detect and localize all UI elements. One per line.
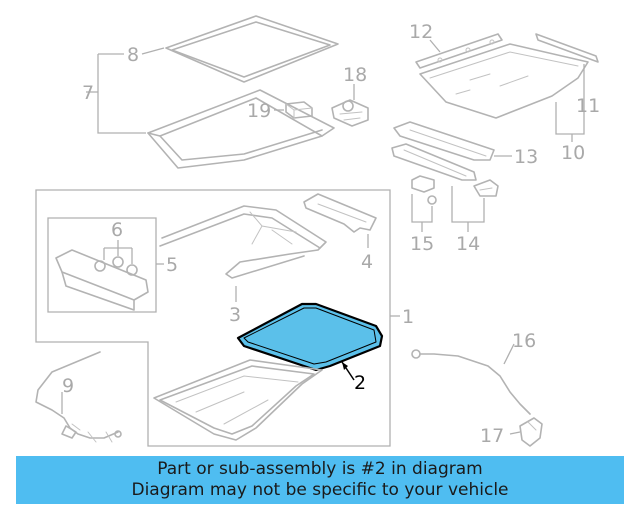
part-10-glass xyxy=(419,43,589,119)
callout-5: 5 xyxy=(166,254,178,276)
part-2-seal-highlighted xyxy=(236,302,384,372)
callout-9: 9 xyxy=(62,375,74,397)
callout-11: 11 xyxy=(576,95,600,117)
callout-19: 19 xyxy=(247,100,271,122)
callout-1: 1 xyxy=(402,306,414,328)
callout-14: 14 xyxy=(456,233,480,255)
callout-17: 17 xyxy=(480,425,504,447)
part-8-weatherstrip xyxy=(165,15,339,83)
leader-2-arrow xyxy=(342,362,348,370)
assembly-1-box xyxy=(35,189,391,447)
banner-line-1: Part or sub-assembly is #2 in diagram xyxy=(157,459,483,479)
leader-6 xyxy=(103,240,133,264)
callout-12: 12 xyxy=(409,21,433,43)
part-19-clip xyxy=(285,101,313,119)
callout-3: 3 xyxy=(229,304,241,326)
part-7-frame xyxy=(147,89,335,169)
leader-16 xyxy=(503,343,515,365)
part-17-grommet xyxy=(519,417,543,447)
callout-16: 16 xyxy=(512,330,536,352)
callout-6: 6 xyxy=(111,219,123,241)
callout-8: 8 xyxy=(127,44,139,66)
callout-15: 15 xyxy=(410,233,434,255)
part-9-harness xyxy=(35,351,122,443)
callout-18: 18 xyxy=(343,64,367,86)
part-4-bracket xyxy=(303,193,377,233)
callout-4: 4 xyxy=(361,251,373,273)
part-13-rail xyxy=(391,121,495,181)
part-11-strip xyxy=(535,33,599,63)
info-banner: Part or sub-assembly is #2 in diagram Di… xyxy=(16,456,624,504)
leader-12 xyxy=(429,39,441,53)
callout-7: 7 xyxy=(82,82,94,104)
part-16-hose xyxy=(411,349,531,415)
part-18-motor xyxy=(331,99,369,127)
part-14-bracket xyxy=(473,179,499,197)
callout-13: 13 xyxy=(514,146,538,168)
part-12-strip xyxy=(415,33,503,69)
part-drain-frame xyxy=(153,359,323,441)
part-15-bracket xyxy=(411,175,437,205)
leader-14 xyxy=(451,186,485,223)
callout-10: 10 xyxy=(561,142,585,164)
subassembly-5-box xyxy=(47,217,157,313)
part-6-screws xyxy=(94,256,138,276)
callout-2: 2 xyxy=(354,372,366,394)
part-3-frame xyxy=(159,205,327,279)
leader-17 xyxy=(509,431,521,435)
leader-7-8 xyxy=(97,47,165,134)
banner-line-2: Diagram may not be specific to your vehi… xyxy=(131,480,509,500)
part-5-housing xyxy=(55,249,149,311)
leader-10-11 xyxy=(555,64,585,135)
